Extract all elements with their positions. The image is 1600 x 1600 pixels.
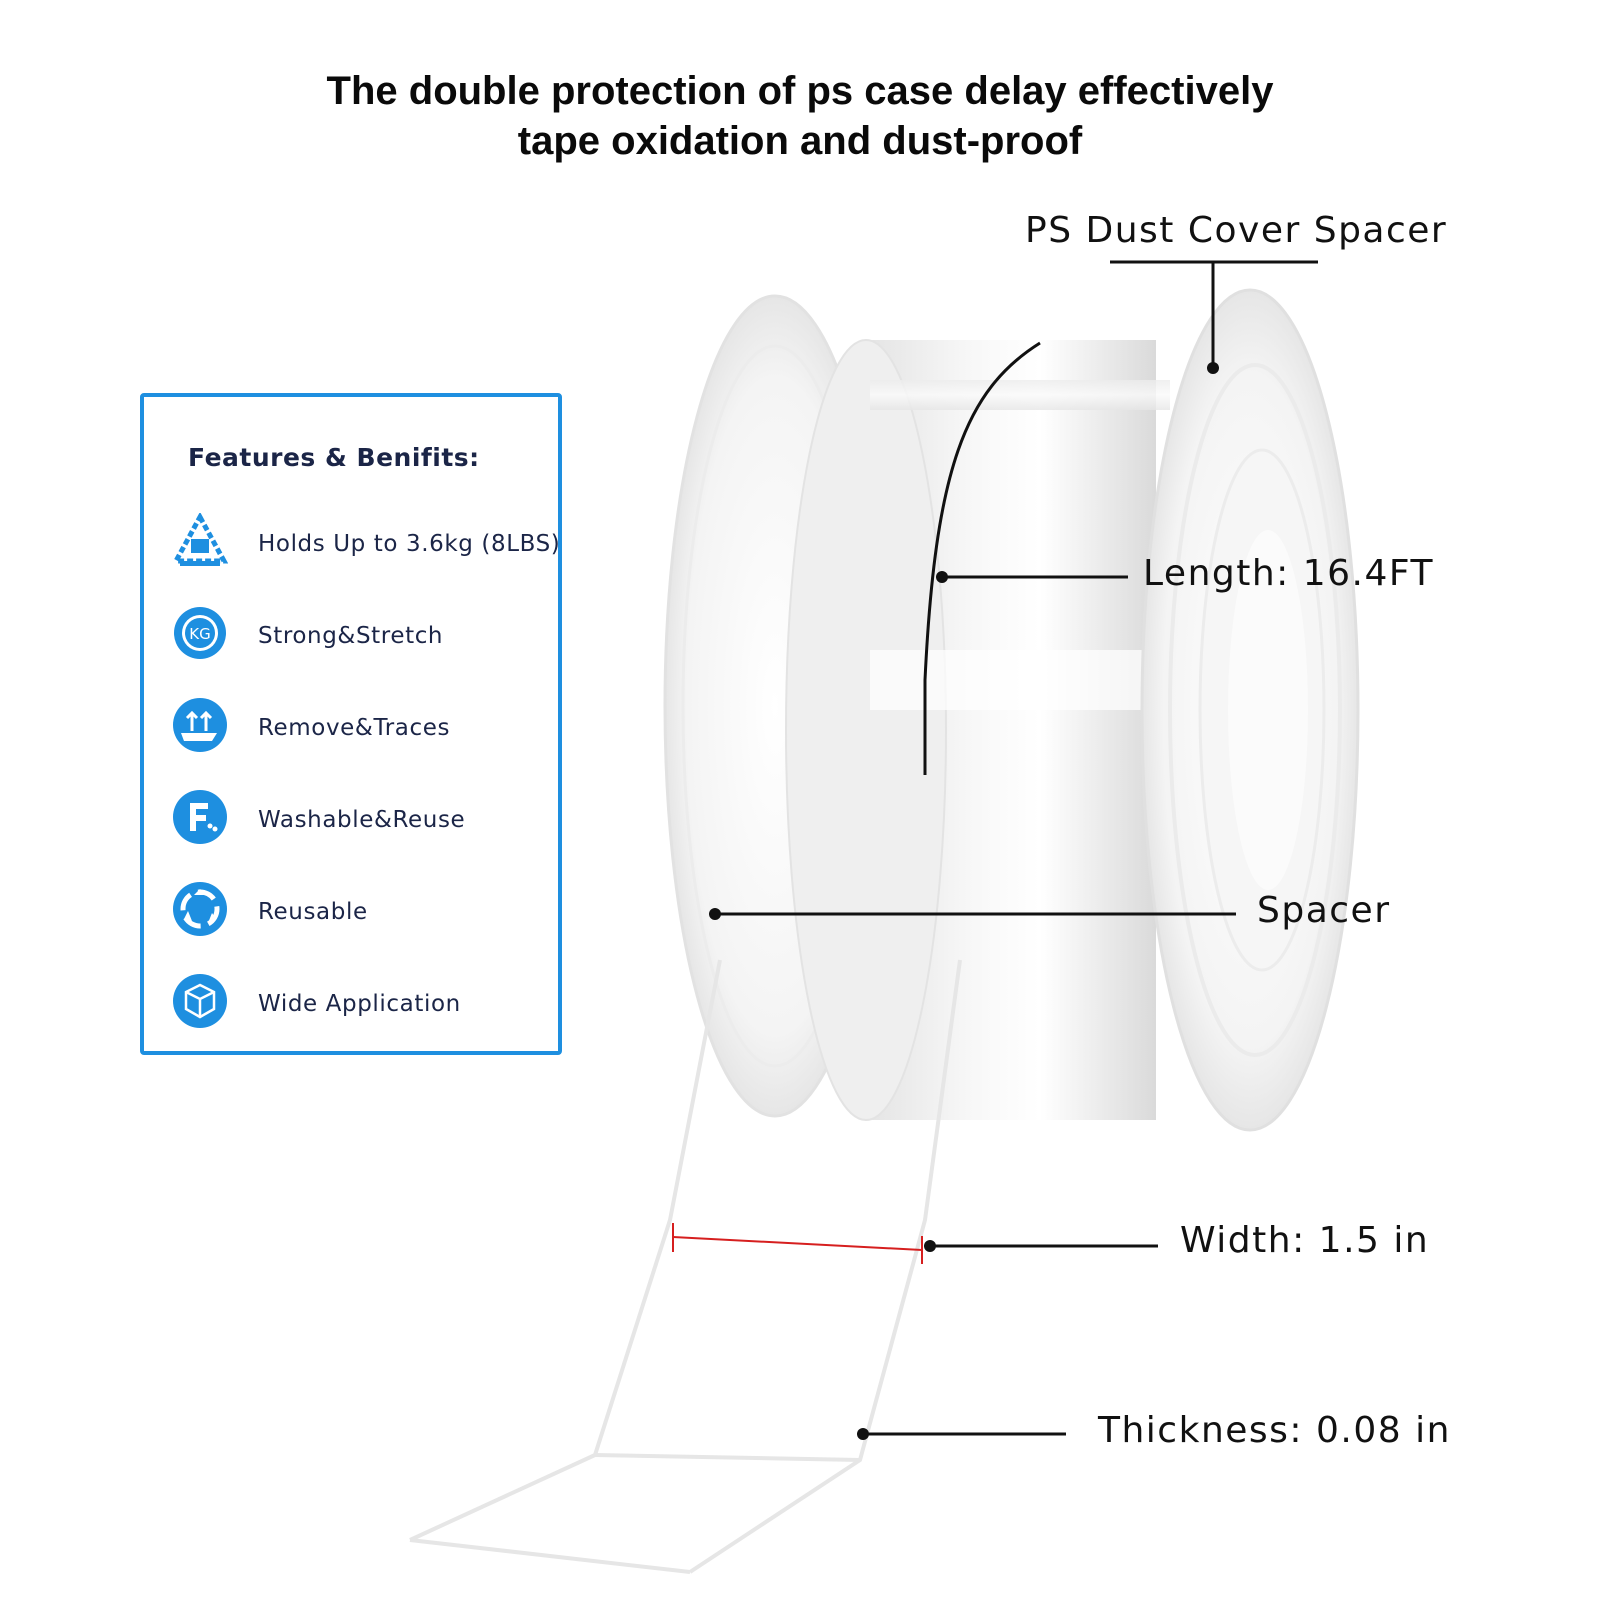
callout-width: Width: 1.5 in [1180, 1220, 1430, 1261]
width-pointer [924, 1240, 1158, 1252]
headline-line-1: The double protection of ps case delay e… [326, 69, 1274, 113]
headline-line-2: tape oxidation and dust-proof [517, 119, 1083, 163]
length-pointer [936, 571, 1128, 583]
feature-label: Wide Application [258, 991, 461, 1017]
weight-triangle-icon [172, 513, 228, 566]
kg-circle-icon: KG [174, 607, 226, 659]
feature-item: Holds Up to 3.6kg (8LBS) [172, 513, 560, 573]
feature-item: Washable&Reuse [172, 789, 552, 849]
callout-length: Length: 16.4FT [1143, 553, 1434, 594]
remove-arrows-icon [173, 698, 227, 752]
washable-f-icon [173, 790, 227, 844]
feature-label: Holds Up to 3.6kg (8LBS) [258, 531, 561, 557]
feature-item: Reusable [172, 881, 552, 941]
feature-item: KG Strong&Stretch [172, 605, 552, 665]
callout-spacer: Spacer [1257, 890, 1391, 931]
feature-item: Wide Application [172, 973, 552, 1033]
feature-label: Washable&Reuse [258, 807, 466, 833]
tape-strip [409, 959, 962, 1574]
dust-cover-pointer [1110, 260, 1318, 374]
feature-label: Reusable [258, 899, 368, 925]
box-icon [173, 974, 227, 1028]
length-leader-line [923, 341, 1041, 775]
feature-label: Strong&Stretch [258, 623, 444, 649]
callout-thickness: Thickness: 0.08 in [1098, 1410, 1451, 1451]
features-title: Features & Benifits: [188, 443, 480, 472]
feature-item: Remove&Traces [172, 697, 552, 757]
feature-label: Remove&Traces [258, 715, 451, 741]
right-dust-cover [1140, 288, 1360, 1132]
features-panel: Features & Benifits: Holds Up to 3.6kg (… [140, 393, 562, 1055]
width-dimension-marker [672, 1223, 923, 1264]
spacer-pointer [709, 908, 1236, 920]
recycle-icon [173, 882, 227, 936]
tape-roll-core [785, 339, 1170, 1121]
thickness-pointer [857, 1428, 1066, 1440]
svg-text:KG: KG [189, 625, 210, 643]
callout-dust-cover-spacer: PS Dust Cover Spacer [1025, 210, 1448, 251]
